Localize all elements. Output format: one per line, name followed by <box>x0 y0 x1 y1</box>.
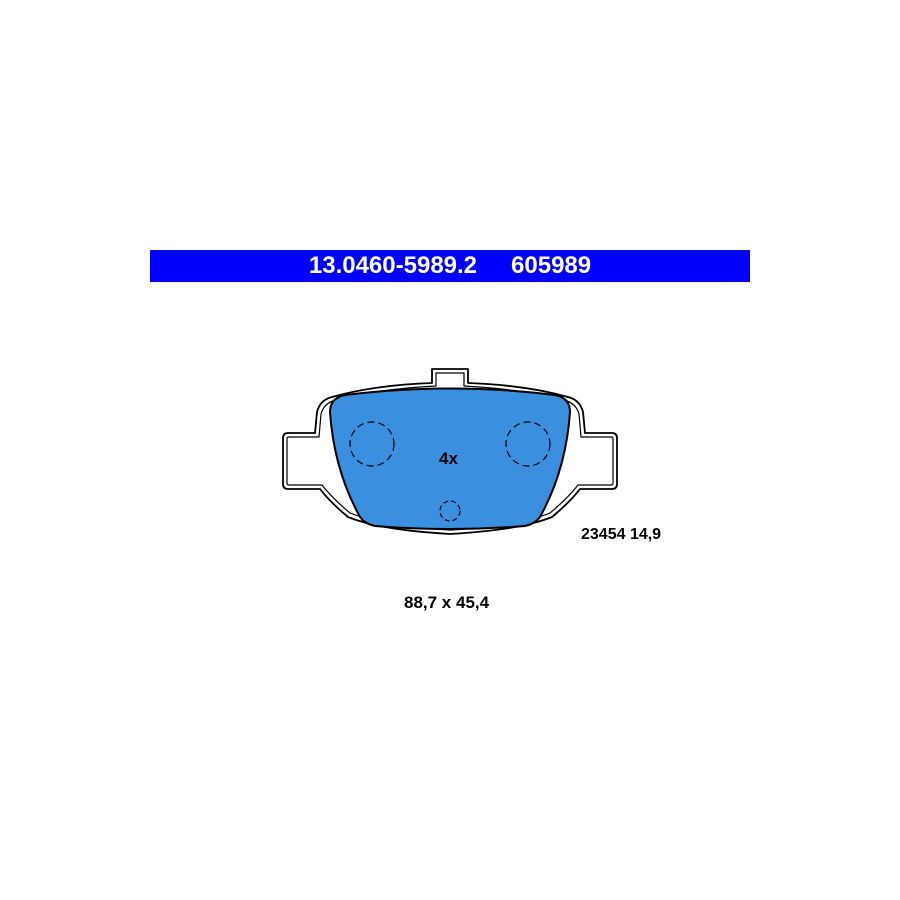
part-number-banner: 13.0460-5989.2 605989 <box>150 250 750 282</box>
part-number: 13.0460-5989.2 <box>308 252 478 279</box>
banner-text: 13.0460-5989.2 605989 <box>309 252 591 280</box>
left-pin-circle <box>349 421 395 467</box>
quantity-label: 4x <box>439 449 458 468</box>
article-number: 605989 <box>511 252 592 279</box>
center-small-circle <box>439 500 461 522</box>
friction-material <box>329 387 571 530</box>
dimensions-label: 88,7 x 45,4 <box>404 593 490 612</box>
right-pin-circle <box>505 421 551 467</box>
spec-label: 23454 14,9 <box>581 526 662 543</box>
